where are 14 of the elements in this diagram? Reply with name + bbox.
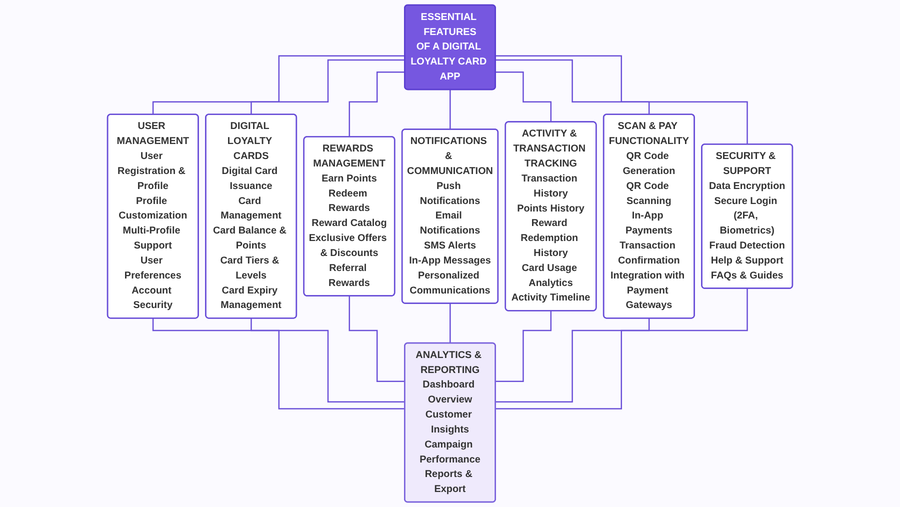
connector — [348, 72, 405, 138]
connector — [152, 55, 405, 116]
connector — [152, 318, 405, 410]
connector — [496, 288, 748, 410]
connector — [496, 55, 748, 146]
connector — [496, 318, 650, 402]
connector — [496, 59, 650, 116]
connector — [250, 318, 405, 402]
connector — [250, 59, 405, 116]
connector — [496, 310, 552, 382]
connector — [496, 72, 552, 123]
connector — [450, 302, 451, 344]
connector — [450, 89, 451, 130]
connector — [348, 295, 405, 382]
